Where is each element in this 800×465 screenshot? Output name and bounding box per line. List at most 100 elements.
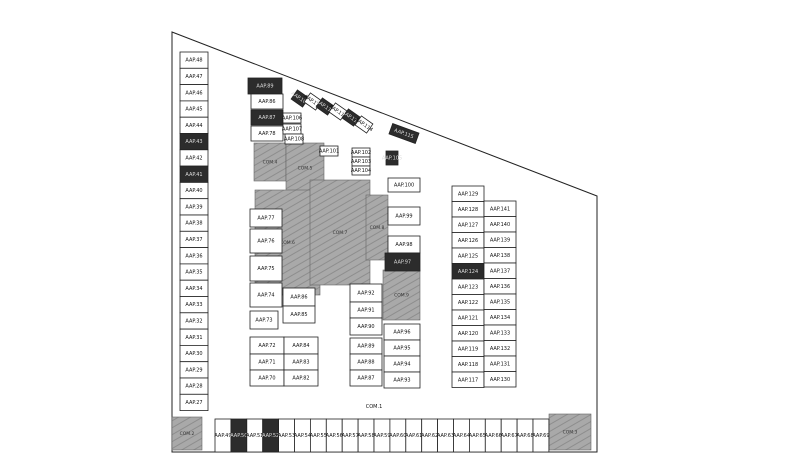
- lot[interactable]: AAP.73: [249, 310, 279, 330]
- lot[interactable]: AAP.86: [250, 93, 284, 110]
- lot[interactable]: AAP.48: [179, 51, 209, 69]
- lot[interactable]: AAP.132: [483, 340, 517, 357]
- lot[interactable]: AAP.30: [179, 344, 209, 363]
- lot[interactable]: AAP.54: [294, 418, 311, 453]
- lot[interactable]: AAP.47: [179, 67, 209, 86]
- lot[interactable]: AAP.67: [501, 418, 518, 453]
- lot[interactable]: AAP.127: [451, 216, 485, 233]
- lot[interactable]: AAP.49: [214, 418, 232, 453]
- lot[interactable]: AAP.118: [451, 356, 485, 373]
- lot[interactable]: AAP.33: [179, 296, 209, 314]
- lot[interactable]: AAP.43: [179, 133, 209, 151]
- lot[interactable]: AAP.61: [405, 418, 422, 453]
- lot[interactable]: AAP.124: [451, 263, 485, 280]
- lot[interactable]: AAP.141: [483, 200, 517, 217]
- lot[interactable]: AAP.105: [382, 150, 402, 166]
- lot[interactable]: AAP.75: [249, 255, 283, 282]
- lot[interactable]: AAP.130: [483, 371, 517, 388]
- lot[interactable]: AAP.102: [351, 147, 371, 158]
- lot[interactable]: AAP.35: [179, 263, 209, 281]
- lot[interactable]: AAP.100: [387, 177, 421, 193]
- lot[interactable]: AAP.51: [246, 418, 263, 453]
- lot[interactable]: AAP.87: [349, 369, 383, 387]
- lot[interactable]: AAP.96: [383, 323, 421, 341]
- lot[interactable]: AAP.42: [179, 149, 209, 167]
- lot[interactable]: AAP.55: [310, 418, 327, 453]
- lot[interactable]: AAP.85: [282, 305, 316, 324]
- lot[interactable]: AAP.27: [179, 393, 209, 411]
- lot[interactable]: AAP.136: [483, 278, 517, 295]
- lot[interactable]: AAP.71: [249, 353, 285, 371]
- lot[interactable]: AAP.119: [451, 340, 485, 357]
- lot[interactable]: AAP.138: [483, 247, 517, 264]
- lot[interactable]: AAP.98: [387, 235, 421, 254]
- lot[interactable]: AAP.106: [282, 112, 302, 124]
- lot[interactable]: AAP.39: [179, 198, 209, 216]
- lot[interactable]: AAP.45: [179, 100, 209, 118]
- lot[interactable]: AAP.57: [342, 418, 359, 453]
- lot[interactable]: AAP.64: [453, 418, 470, 453]
- lot[interactable]: AAP.84: [283, 336, 319, 355]
- lot[interactable]: AAP.34: [179, 279, 209, 297]
- lot[interactable]: AAP.97: [384, 252, 421, 272]
- lot[interactable]: AAP.125: [451, 247, 485, 264]
- lot[interactable]: AAP.135: [483, 293, 517, 310]
- lot[interactable]: AAP.128: [451, 201, 485, 218]
- lot[interactable]: AAP.68: [516, 418, 534, 453]
- lot[interactable]: AAP.104: [351, 165, 371, 176]
- lot[interactable]: AAP.31: [179, 328, 209, 346]
- lot[interactable]: AAP.38: [179, 214, 209, 232]
- lot[interactable]: AAP.115: [388, 123, 420, 144]
- lot[interactable]: AAP.46: [179, 84, 209, 102]
- lot[interactable]: AAP.120: [451, 325, 485, 342]
- lot[interactable]: AAP.32: [179, 312, 209, 330]
- lot[interactable]: AAP.83: [283, 353, 319, 371]
- lot[interactable]: AAP.78: [250, 125, 284, 142]
- lot[interactable]: AAP.36: [179, 247, 209, 265]
- lot[interactable]: AAP.140: [483, 216, 517, 233]
- lot[interactable]: AAP.29: [179, 361, 209, 379]
- lot[interactable]: AAP.101: [319, 145, 339, 157]
- lot[interactable]: AAP.133: [483, 324, 517, 341]
- lot[interactable]: AAP.76: [249, 228, 283, 254]
- lot[interactable]: AAP.121: [451, 309, 485, 326]
- lot[interactable]: AAP.99: [387, 206, 421, 226]
- lot[interactable]: AAP.60: [389, 418, 406, 453]
- lot[interactable]: AAP.59: [373, 418, 391, 453]
- lot[interactable]: AAP.114: [353, 114, 376, 135]
- lot[interactable]: AAP.82: [283, 369, 319, 387]
- lot[interactable]: AAP.107: [282, 123, 302, 135]
- lot[interactable]: AAP.94: [383, 355, 421, 373]
- lot[interactable]: AAP.65: [469, 418, 486, 453]
- lot[interactable]: AAP.89: [247, 77, 283, 95]
- lot[interactable]: AAP.58: [357, 418, 375, 453]
- lot[interactable]: AAP.41: [179, 165, 209, 183]
- lot[interactable]: AAP.137: [483, 262, 517, 279]
- lot[interactable]: AAP.62: [421, 418, 438, 453]
- lot[interactable]: AAP.108: [284, 133, 304, 145]
- lot[interactable]: AAP.123: [451, 278, 485, 295]
- lot[interactable]: AAP.134: [483, 309, 517, 326]
- lot[interactable]: AAP.74: [249, 282, 283, 308]
- lot[interactable]: AAP.63: [437, 418, 454, 453]
- lot[interactable]: AAP.95: [383, 339, 421, 357]
- lot[interactable]: AAP.93: [383, 371, 421, 389]
- lot[interactable]: AAP.28: [179, 377, 209, 395]
- lot[interactable]: AAP.66: [485, 418, 502, 453]
- lot[interactable]: AAP.139: [483, 231, 517, 248]
- lot[interactable]: AAP.86: [282, 287, 316, 307]
- lot[interactable]: AAP.52: [262, 418, 279, 453]
- lot[interactable]: AAP.89: [349, 337, 383, 355]
- lot[interactable]: AAP.92: [349, 283, 383, 303]
- lot[interactable]: AAP.77: [249, 208, 283, 228]
- lot[interactable]: AAP.131: [483, 355, 517, 372]
- lot[interactable]: AAP.90: [349, 317, 383, 336]
- lot[interactable]: AAP.72: [249, 336, 285, 355]
- lot[interactable]: AAP.87: [250, 109, 284, 126]
- lot[interactable]: AAP.40: [179, 181, 209, 200]
- lot[interactable]: AAP.117: [451, 371, 485, 388]
- lot[interactable]: AAP.103: [351, 156, 371, 167]
- lot[interactable]: AAP.122: [451, 294, 485, 311]
- lot[interactable]: AAP.91: [349, 301, 383, 319]
- lot[interactable]: AAP.88: [349, 353, 383, 371]
